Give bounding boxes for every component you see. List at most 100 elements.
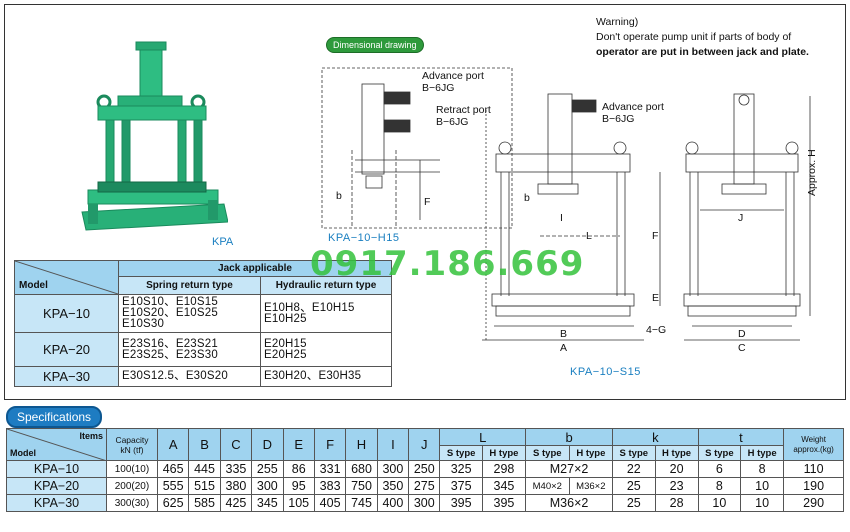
dimension-label: A xyxy=(560,342,568,354)
jack-model-header: Model xyxy=(19,280,48,291)
spring-line: E10S20、E10S25 xyxy=(122,307,218,319)
dimension-label: E xyxy=(652,292,660,304)
cell-t-h: 10 xyxy=(740,494,785,512)
dimensional-drawing-badge: Dimensional drawing xyxy=(326,37,424,53)
cell-i: 400 xyxy=(376,494,410,512)
spring-line: E30S12.5、E30S20 xyxy=(122,370,228,382)
cell-i: 300 xyxy=(376,460,410,478)
cell-weight: 110 xyxy=(783,460,844,478)
col-header: C xyxy=(219,428,253,461)
row-capacity: 300(30) xyxy=(106,494,158,512)
drawing-caption: KPA−10−S15 xyxy=(570,366,641,378)
s-type-header: S type xyxy=(525,445,570,461)
advance-port-size: B−6JG xyxy=(602,113,635,125)
s-type-header: S type xyxy=(612,445,656,461)
row-capacity: 100(10) xyxy=(106,460,158,478)
jack-row-model: KPA−30 xyxy=(14,366,119,387)
cell-l-h: 395 xyxy=(481,494,527,512)
advance-port-label: Advance port xyxy=(422,70,484,82)
row-model: KPA−30 xyxy=(6,494,107,512)
hydraulic-cell: E30H20、E30H35 xyxy=(259,366,393,387)
hydraulic-line: E10H25 xyxy=(263,312,307,325)
cell-c: 335 xyxy=(219,460,253,478)
hydraulic-cell: E20H15 E20H25 xyxy=(259,332,393,367)
cell-d: 345 xyxy=(251,494,284,512)
cell-t-h: 10 xyxy=(740,477,785,495)
cell-k-s: 22 xyxy=(612,460,656,478)
s-type-header: S type xyxy=(439,445,483,461)
cell-f: 331 xyxy=(313,460,347,478)
col-header: F xyxy=(313,428,347,461)
cell-f: 383 xyxy=(313,477,347,495)
cell-d: 300 xyxy=(251,477,284,495)
retract-port-label: Retract port xyxy=(436,104,491,116)
photo-caption: KPA xyxy=(212,236,234,248)
dimension-label: B xyxy=(560,328,568,340)
advance-port-label: Advance port xyxy=(602,101,664,113)
cell-c: 380 xyxy=(219,477,253,495)
hydraulic-line: E10H8、E10H15 xyxy=(263,301,355,314)
dimension-label: 4−G xyxy=(646,324,667,336)
cell-l-s: 375 xyxy=(439,477,483,495)
advance-port-size: B−6JG xyxy=(422,82,455,94)
warning-note: Warning) Don't operate pump unit if part… xyxy=(596,15,836,60)
jack-table-corner: Model xyxy=(14,260,119,295)
warning-line: Don't operate pump unit if parts of body… xyxy=(596,31,792,43)
cell-l-s: 325 xyxy=(439,460,483,478)
cell-t-h: 8 xyxy=(740,460,785,478)
dimension-label: J xyxy=(738,212,744,224)
spec-table-corner: Items Model xyxy=(6,428,107,461)
cell-e: 95 xyxy=(282,477,315,495)
items-header: Items xyxy=(79,431,103,441)
specifications-badge: Specifications xyxy=(6,406,103,428)
cell-j: 275 xyxy=(408,477,441,495)
cell-b: 585 xyxy=(188,494,221,512)
h-type-header: H type xyxy=(568,445,614,461)
spring-line: E10S30 xyxy=(122,318,165,330)
jack-row-model: KPA−20 xyxy=(14,332,119,367)
cell-l-s: 395 xyxy=(439,494,483,512)
cell-b: 445 xyxy=(188,460,221,478)
retract-port-size: B−6JG xyxy=(436,116,469,128)
jack-row: KPA−20 E23S16、E23S21 E23S25、E23S30 E20H1… xyxy=(14,332,393,367)
cell-h: 680 xyxy=(345,460,378,478)
h-type-header: H type xyxy=(740,445,785,461)
hydraulic-line: E20H25 xyxy=(263,348,307,361)
col-header: I xyxy=(376,428,410,461)
col-header: E xyxy=(282,428,315,461)
h-type-header: H type xyxy=(654,445,699,461)
col-header: A xyxy=(156,428,190,461)
row-model: KPA−10 xyxy=(6,460,107,478)
dimension-label: F xyxy=(424,196,431,208)
cell-d: 255 xyxy=(251,460,284,478)
table-row: KPA−20 200(20) 555 515 380 300 95 383 75… xyxy=(6,477,844,495)
table-row: KPA−10 100(10) 465 445 335 255 86 331 68… xyxy=(6,460,844,478)
cell-b-s: M40×2 xyxy=(525,477,570,495)
b-header: b xyxy=(525,428,614,446)
cell-weight: 290 xyxy=(783,494,844,512)
dimension-label: C xyxy=(738,342,746,354)
col-header: J xyxy=(408,428,441,461)
cell-j: 300 xyxy=(408,494,441,512)
cell-e: 86 xyxy=(282,460,315,478)
h-type-header: H type xyxy=(481,445,527,461)
dimension-label: D xyxy=(738,328,746,340)
spring-line: E23S16、E23S21 xyxy=(122,337,218,350)
cell-i: 350 xyxy=(376,477,410,495)
cell-k-h: 23 xyxy=(654,477,699,495)
hydraulic-line: E30H20、E30H35 xyxy=(263,370,362,382)
cell-e: 105 xyxy=(282,494,315,512)
cell-a: 625 xyxy=(156,494,190,512)
press-photo xyxy=(81,41,228,231)
cell-k-h: 28 xyxy=(654,494,699,512)
cell-h: 750 xyxy=(345,477,378,495)
s-type-header: S type xyxy=(697,445,742,461)
cell-b: 515 xyxy=(188,477,221,495)
cell-k-s: 25 xyxy=(612,477,656,495)
cell-j: 250 xyxy=(408,460,441,478)
cell-h: 745 xyxy=(345,494,378,512)
warning-title: Warning) xyxy=(596,16,639,28)
cell-b-thread: M36×2 xyxy=(525,494,614,512)
spring-line: E10S10、E10S15 xyxy=(122,296,218,308)
